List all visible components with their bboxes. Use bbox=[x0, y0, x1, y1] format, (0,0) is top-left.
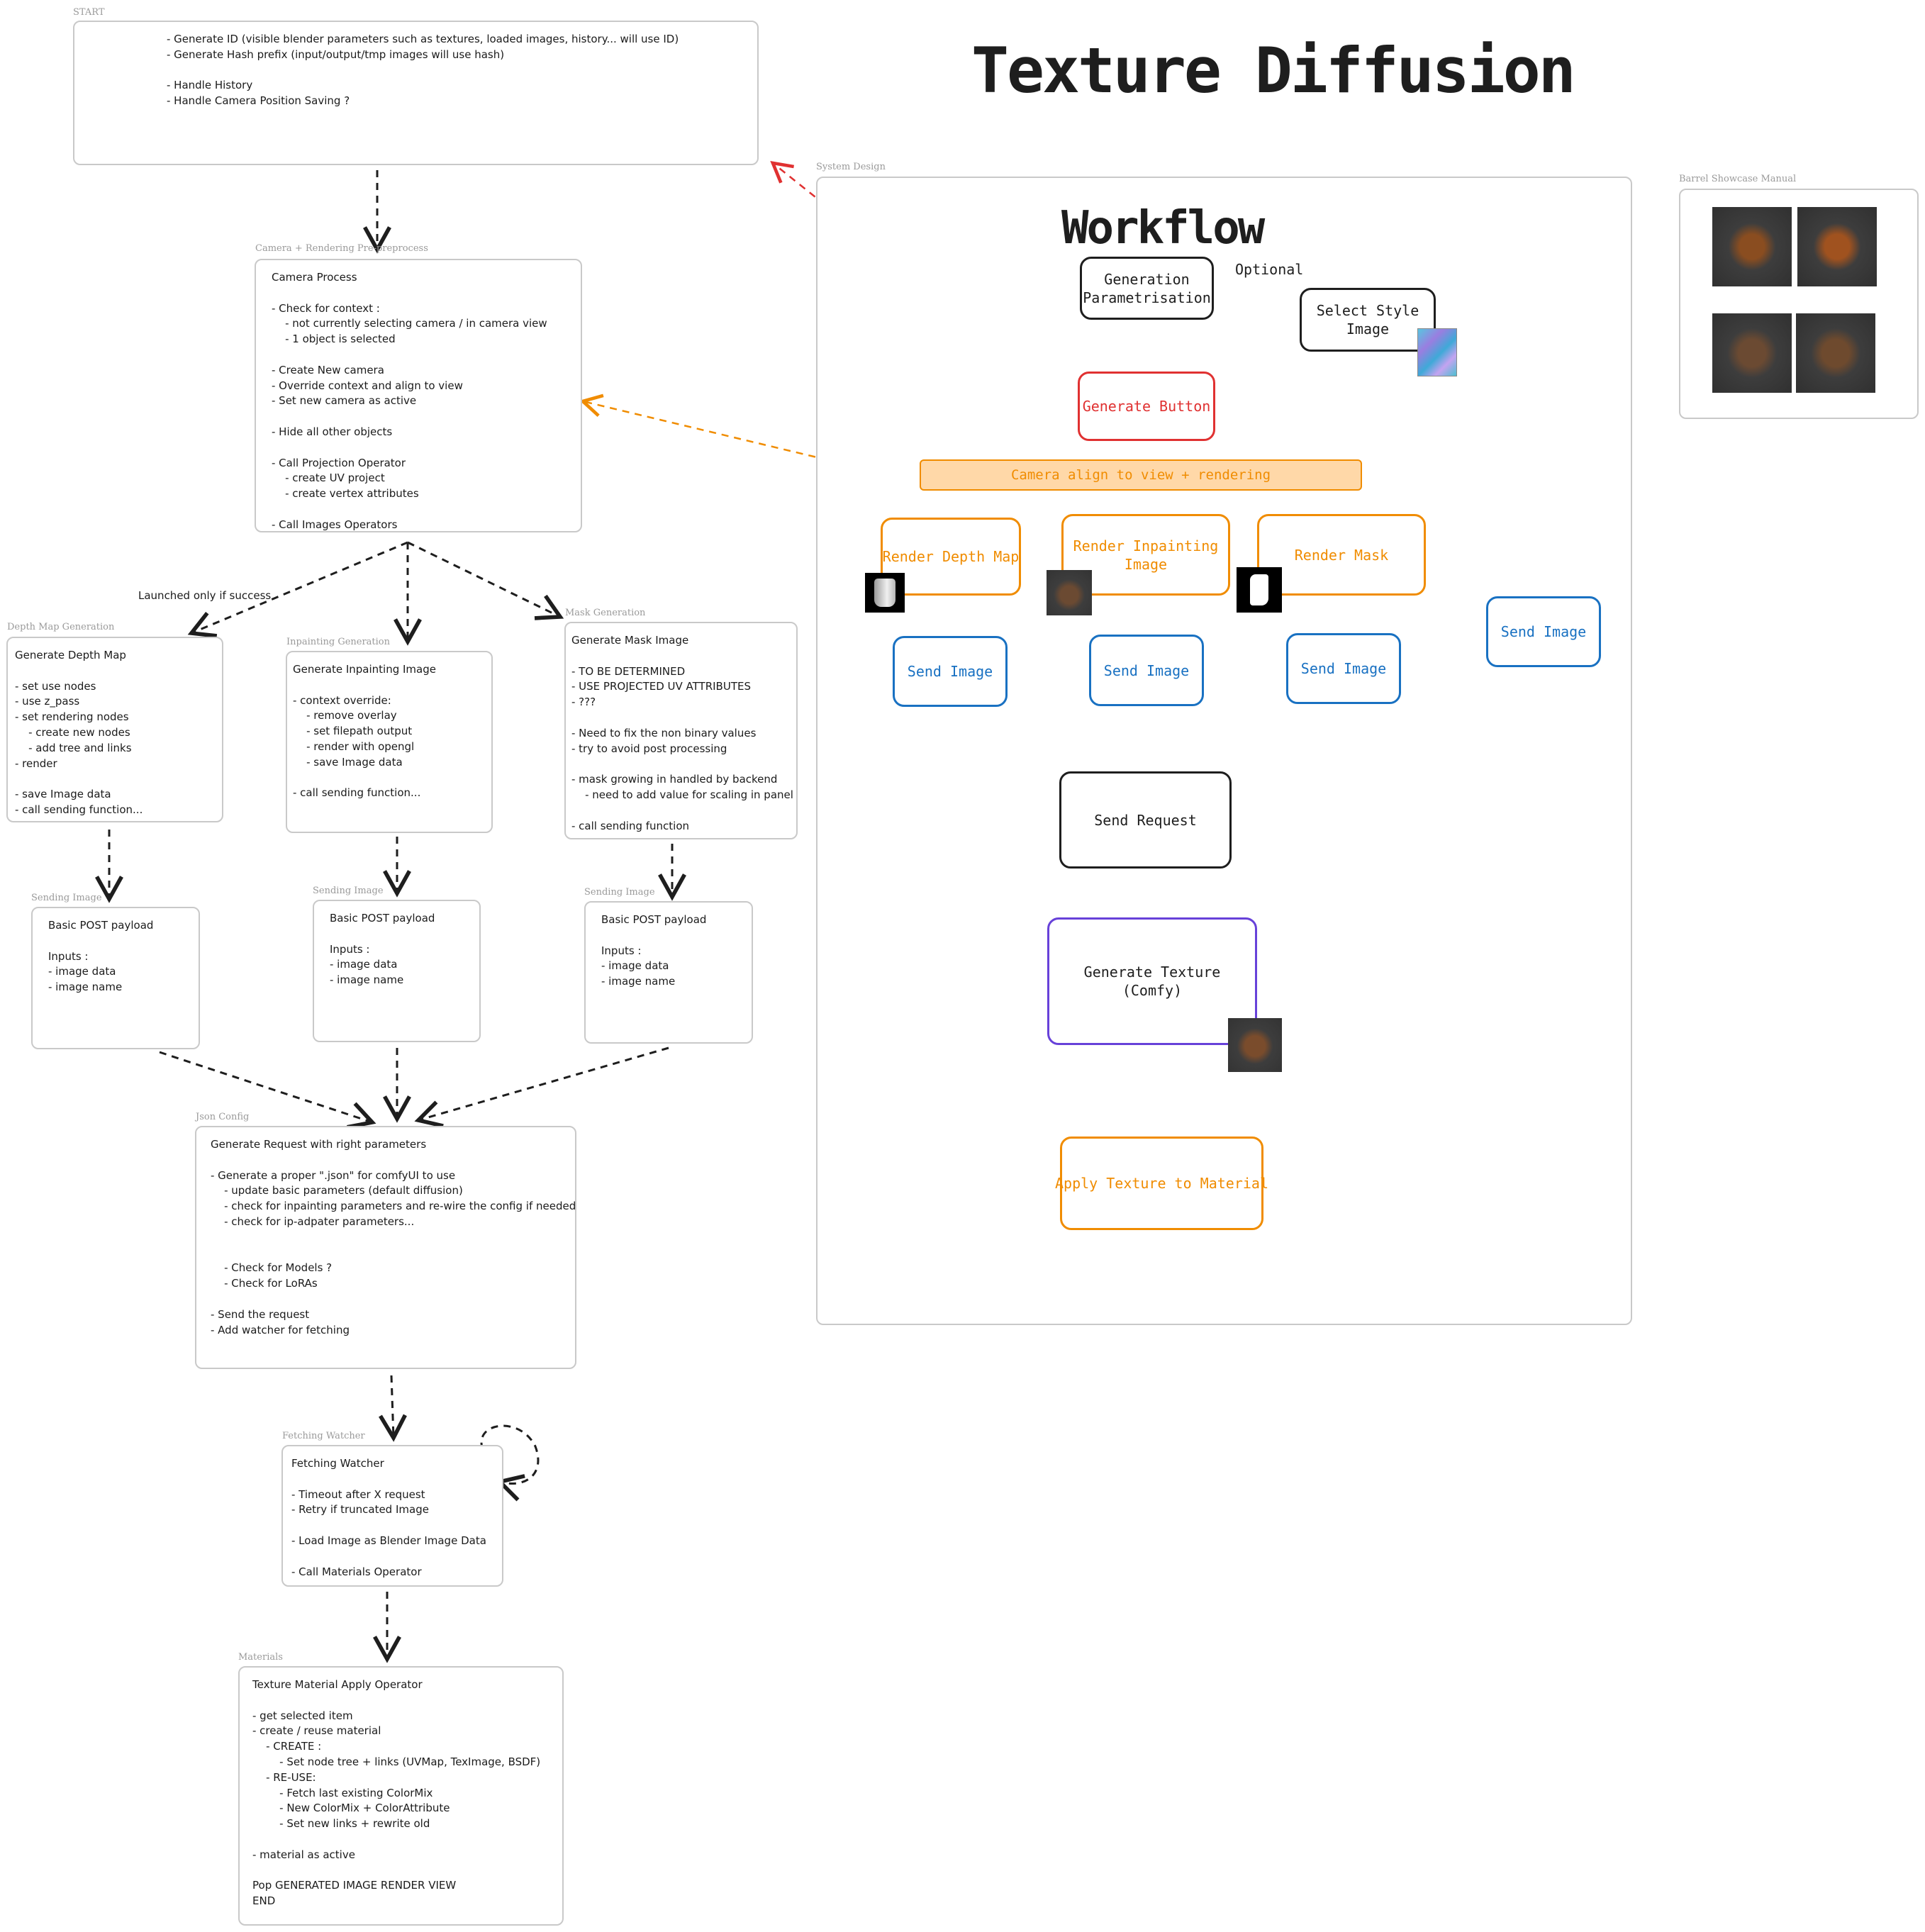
inpaint-frame: Generate Inpainting Image - context over… bbox=[286, 651, 493, 833]
frame-label-send1: Sending Image bbox=[31, 893, 102, 903]
barrel-thumbnail-2 bbox=[1797, 207, 1877, 286]
frame-label-depth: Depth Map Generation bbox=[7, 622, 115, 632]
mask-frame-text: Generate Mask Image - TO BE DETERMINED -… bbox=[571, 634, 793, 832]
edge-send3-json bbox=[414, 1046, 669, 1128]
watcher-frame: Fetching Watcher - Timeout after X reque… bbox=[281, 1445, 503, 1587]
mask-frame: Generate Mask Image - TO BE DETERMINED -… bbox=[564, 622, 798, 839]
generate-texture-node: Generate Texture (Comfy) bbox=[1047, 917, 1257, 1045]
json-frame-text: Generate Request with right parameters -… bbox=[211, 1138, 576, 1336]
send1-frame: Basic POST payload Inputs : - image data… bbox=[31, 907, 200, 1049]
style-image-thumbnail bbox=[1417, 328, 1457, 376]
send1-frame-text: Basic POST payload Inputs : - image data… bbox=[48, 919, 154, 994]
send-image-style-node: Send Image bbox=[1486, 596, 1601, 667]
edge-json-watcher bbox=[379, 1375, 407, 1442]
camera-align-bar: Camera align to view + rendering bbox=[920, 459, 1362, 491]
depth-barrel-shape bbox=[874, 579, 895, 607]
page-title: Texture Diffusion bbox=[971, 34, 1576, 107]
frame-label-watcher: Fetching Watcher bbox=[282, 1431, 365, 1441]
apply-texture-node: Apply Texture to Material bbox=[1055, 1137, 1268, 1230]
edge-send1-json bbox=[159, 1051, 376, 1129]
materials-frame: Texture Material Apply Operator - get se… bbox=[238, 1666, 564, 1926]
optional-label: Optional bbox=[1235, 261, 1304, 278]
frame-label-send2: Sending Image bbox=[313, 886, 384, 896]
launched-note: Launched only if success bbox=[138, 589, 272, 602]
frame-label-send3: Sending Image bbox=[584, 887, 655, 898]
frame-label-barrel: Barrel Showcase Manual bbox=[1679, 174, 1797, 184]
frame-label-inpaint: Inpainting Generation bbox=[286, 637, 391, 647]
system-design-frame bbox=[816, 177, 1632, 1325]
camera-frame-text: Camera Process - Check for context : - n… bbox=[272, 271, 547, 531]
send-image-depth-node: Send Image bbox=[893, 636, 1008, 707]
depth-frame-text: Generate Depth Map - set use nodes - use… bbox=[15, 649, 143, 816]
start-frame-text: - Generate ID (visible blender parameter… bbox=[167, 33, 679, 108]
camera-frame: Camera Process - Check for context : - n… bbox=[255, 259, 582, 532]
barrel-thumbnail-1 bbox=[1712, 207, 1792, 286]
barrel-thumbnail-4 bbox=[1796, 313, 1875, 393]
barrel-thumbnail-3 bbox=[1712, 313, 1792, 393]
start-frame: - Generate ID (visible blender parameter… bbox=[73, 21, 759, 165]
frame-label-mask: Mask Generation bbox=[565, 608, 646, 618]
render-inpainting-image-node: Render Inpainting Image bbox=[1061, 514, 1230, 596]
depth-map-thumbnail bbox=[865, 573, 905, 613]
workflow-title: Workflow bbox=[1061, 202, 1265, 255]
inpaint-frame-text: Generate Inpainting Image - context over… bbox=[293, 663, 436, 800]
frame-label-system: System Design bbox=[816, 162, 886, 172]
send3-frame: Basic POST payload Inputs : - image data… bbox=[584, 901, 753, 1044]
depth-frame: Generate Depth Map - set use nodes - use… bbox=[6, 637, 223, 822]
frame-label-start: START bbox=[73, 7, 105, 18]
generate-button-node: Generate Button bbox=[1078, 372, 1215, 441]
generation-parametrisation-node: Generation Parametrisation bbox=[1080, 257, 1214, 320]
frame-label-json: Json Config bbox=[196, 1112, 250, 1122]
frame-label-materials: Materials bbox=[238, 1652, 283, 1663]
edge-watcher-loop bbox=[480, 1424, 540, 1502]
json-frame: Generate Request with right parameters -… bbox=[195, 1126, 576, 1369]
render-depth-map-node: Render Depth Map bbox=[881, 518, 1021, 596]
materials-frame-text: Texture Material Apply Operator - get se… bbox=[252, 1678, 541, 1908]
send2-frame: Basic POST payload Inputs : - image data… bbox=[313, 900, 481, 1042]
generated-texture-thumbnail bbox=[1228, 1018, 1282, 1072]
inpainting-thumbnail bbox=[1047, 570, 1092, 615]
render-mask-node: Render Mask bbox=[1257, 514, 1426, 596]
send-image-mask-node: Send Image bbox=[1286, 633, 1401, 704]
watcher-frame-text: Fetching Watcher - Timeout after X reque… bbox=[291, 1457, 486, 1578]
send3-frame-text: Basic POST payload Inputs : - image data… bbox=[601, 913, 707, 988]
edge-camera-mask bbox=[407, 541, 564, 620]
barrel-showcase-frame bbox=[1679, 189, 1919, 419]
select-style-image-node: Select Style Image bbox=[1300, 288, 1436, 352]
send-request-node: Send Request bbox=[1059, 771, 1232, 869]
frame-label-camera: Camera + Rendering Pre-preprocess bbox=[255, 243, 428, 254]
mask-thumbnail bbox=[1237, 567, 1282, 613]
edge-camera-depth bbox=[187, 541, 408, 638]
send2-frame-text: Basic POST payload Inputs : - image data… bbox=[330, 912, 435, 987]
mask-shape bbox=[1250, 574, 1268, 605]
send-image-inpaint-node: Send Image bbox=[1089, 635, 1204, 706]
